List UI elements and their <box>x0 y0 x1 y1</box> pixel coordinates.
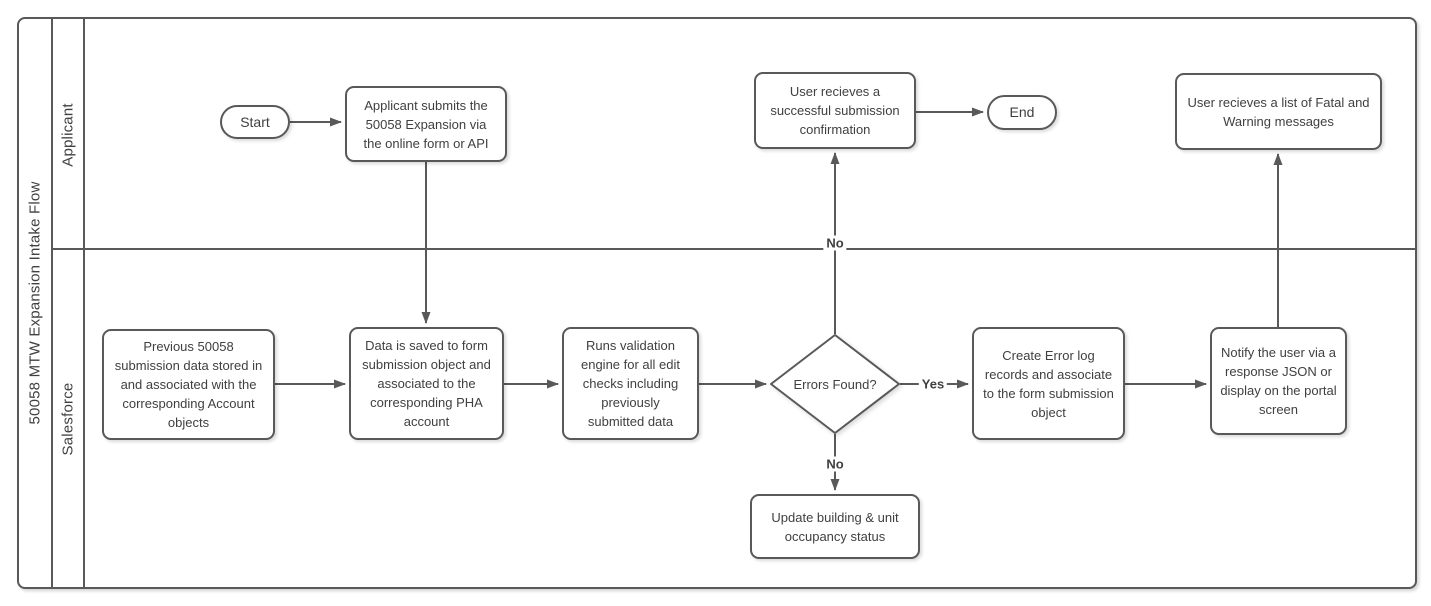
lane-label-salesforce: Salesforce <box>53 250 83 587</box>
lane-label-applicant-text: Applicant <box>59 102 77 167</box>
pool-title-column: 50058 MTW Expansion Intake Flow <box>19 19 53 587</box>
update-occupancy-node[interactable]: Update building & unit occupancy status <box>750 494 920 559</box>
notify-user-node[interactable]: Notify the user via a response JSON or d… <box>1210 327 1347 435</box>
data-saved-node[interactable]: Data is saved to form submission object … <box>349 327 504 440</box>
decision-label: Errors Found? <box>793 376 877 392</box>
decision-diamond-shape <box>770 334 900 434</box>
lane-label-salesforce-text: Salesforce <box>59 382 77 455</box>
previous-data-node[interactable]: Previous 50058 submission data stored in… <box>102 329 275 440</box>
end-node[interactable]: End <box>987 95 1057 130</box>
fatal-warning-list-node[interactable]: User recieves a list of Fatal and Warnin… <box>1175 73 1382 150</box>
swimlane-pool: 50058 MTW Expansion Intake Flow Applican… <box>17 17 1417 589</box>
runs-validation-node[interactable]: Runs validation engine for all edit chec… <box>562 327 699 440</box>
applicant-submits-node[interactable]: Applicant submits the 50058 Expansion vi… <box>345 86 507 162</box>
lane-label-applicant: Applicant <box>53 19 83 250</box>
edge-label-no-top: No <box>823 235 847 251</box>
success-confirmation-node[interactable]: User recieves a successful submission co… <box>754 72 916 149</box>
pool-title: 50058 MTW Expansion Intake Flow <box>26 181 44 425</box>
edge-label-no-bottom: No <box>823 456 847 472</box>
lane-divider <box>53 248 1415 250</box>
edge-label-yes: Yes <box>918 376 948 392</box>
create-error-log-node[interactable]: Create Error log records and associate t… <box>972 327 1125 440</box>
start-node[interactable]: Start <box>220 105 290 139</box>
lane-label-column: Applicant Salesforce <box>53 19 85 587</box>
errors-found-decision[interactable]: Errors Found? <box>770 334 900 434</box>
